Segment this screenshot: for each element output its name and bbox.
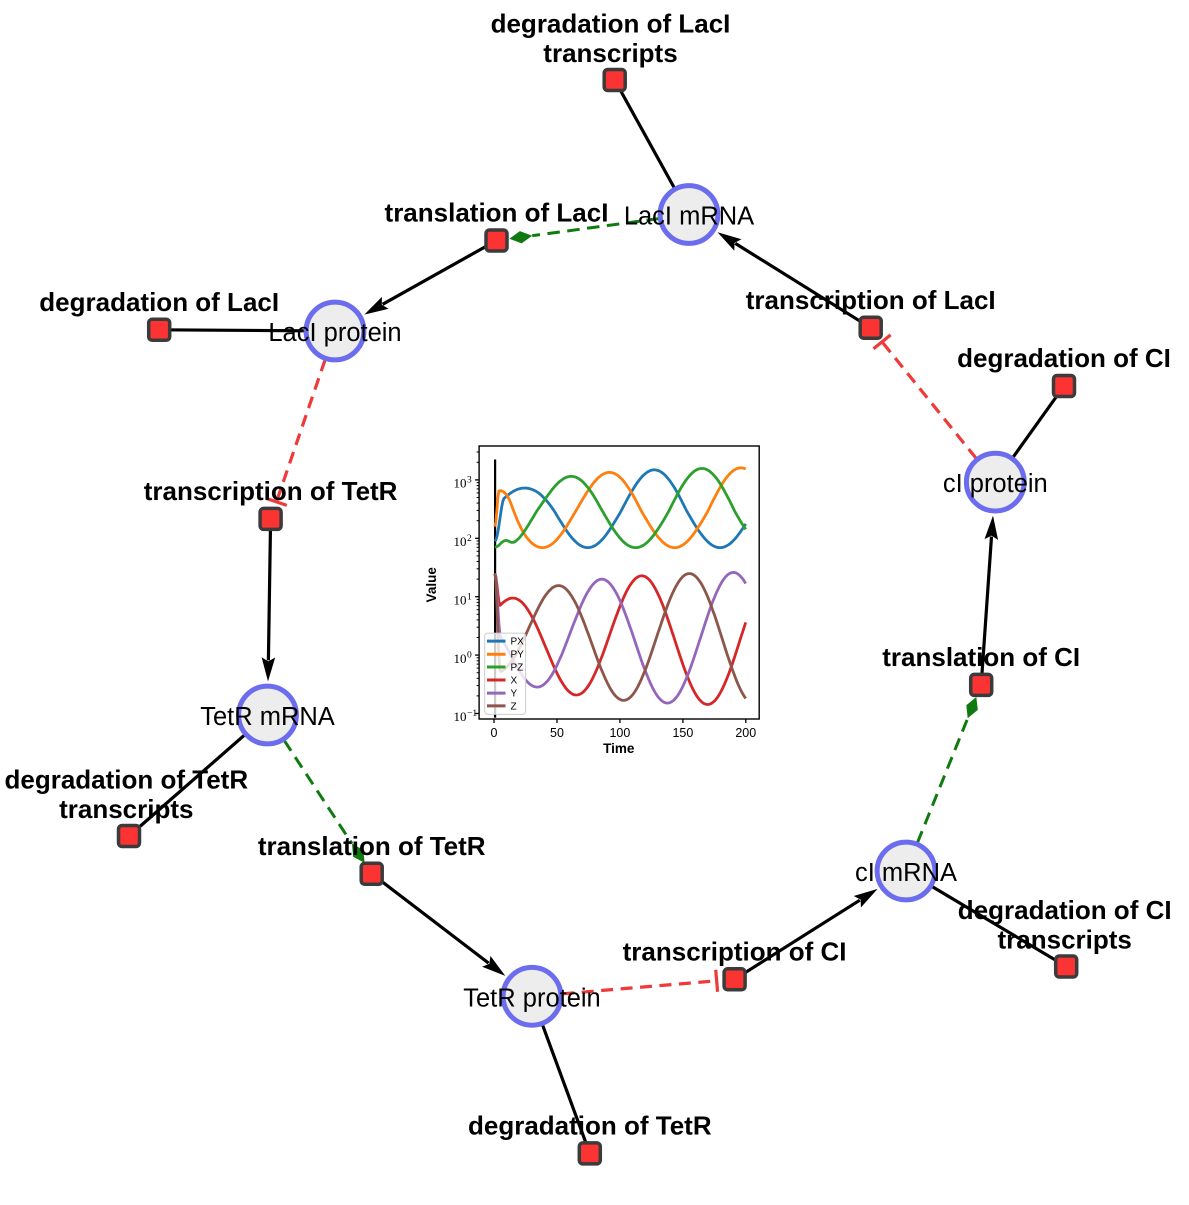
svg-text:3: 3 [467, 476, 472, 486]
svg-text:−1: −1 [467, 709, 477, 719]
svg-text:PZ: PZ [511, 663, 524, 674]
svg-text:Value: Value [424, 567, 439, 603]
svg-text:Y: Y [511, 689, 518, 700]
svg-text:degradation of LacI: degradation of LacI [491, 9, 731, 39]
svg-text:0: 0 [467, 651, 472, 661]
svg-text:transcripts: transcripts [998, 924, 1132, 954]
svg-text:cI mRNA: cI mRNA [855, 859, 957, 887]
svg-text:degradation of LacI: degradation of LacI [39, 287, 279, 317]
svg-text:10: 10 [454, 651, 467, 666]
svg-text:LacI protein: LacI protein [268, 319, 401, 347]
svg-text:degradation of TetR: degradation of TetR [468, 1110, 712, 1140]
svg-text:Z: Z [511, 701, 517, 712]
svg-text:PY: PY [511, 650, 525, 661]
svg-text:10: 10 [454, 534, 467, 549]
svg-text:degradation of CI: degradation of CI [957, 343, 1171, 373]
svg-text:2: 2 [467, 534, 472, 544]
svg-text:10: 10 [454, 476, 467, 491]
svg-text:10: 10 [454, 709, 467, 724]
svg-text:1: 1 [467, 592, 472, 602]
svg-text:Time: Time [603, 741, 635, 756]
svg-text:transcripts: transcripts [59, 794, 193, 824]
svg-text:transcription of TetR: transcription of TetR [144, 476, 398, 506]
svg-text:TetR mRNA: TetR mRNA [200, 703, 335, 731]
svg-text:TetR protein: TetR protein [463, 984, 601, 1012]
svg-text:transcription of CI: transcription of CI [623, 936, 847, 966]
svg-text:transcription of LacI: transcription of LacI [746, 285, 996, 315]
svg-text:degradation of CI: degradation of CI [958, 895, 1172, 925]
svg-text:LacI mRNA: LacI mRNA [624, 203, 754, 231]
svg-text:50: 50 [550, 726, 564, 740]
svg-text:translation of TetR: translation of TetR [258, 831, 486, 861]
svg-text:100: 100 [609, 726, 630, 740]
svg-text:PX: PX [511, 637, 525, 648]
svg-text:translation of LacI: translation of LacI [385, 198, 609, 228]
svg-text:10: 10 [454, 592, 467, 607]
svg-text:0: 0 [491, 726, 498, 740]
svg-text:transcripts: transcripts [543, 38, 677, 68]
svg-text:200: 200 [735, 726, 756, 740]
svg-text:degradation of TetR: degradation of TetR [4, 765, 248, 795]
svg-text:translation of CI: translation of CI [882, 642, 1080, 672]
svg-text:150: 150 [672, 726, 693, 740]
svg-text:X: X [511, 676, 518, 687]
svg-text:cI protein: cI protein [943, 470, 1048, 498]
